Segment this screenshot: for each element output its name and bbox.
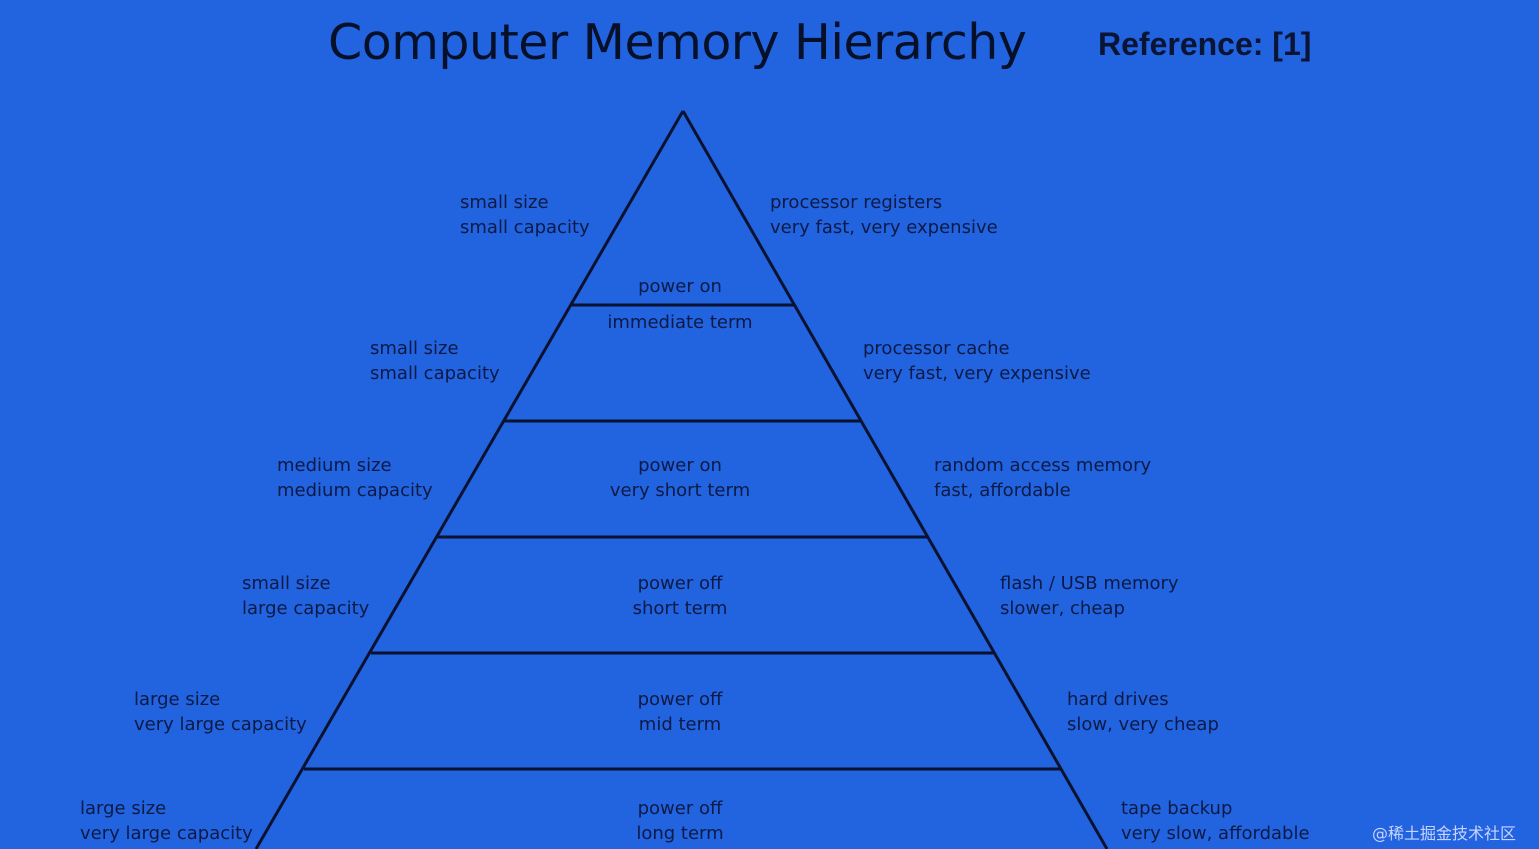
level-4-capacity: large capacity bbox=[242, 598, 370, 619]
level-4-power: power off bbox=[637, 573, 723, 594]
level-3-size-label: medium size medium capacity bbox=[277, 453, 433, 503]
level-4-type: flash / USB memory bbox=[1000, 573, 1179, 594]
level-3-size: medium size bbox=[277, 455, 392, 476]
level-2-size: small size bbox=[370, 338, 459, 359]
level-6-size: large size bbox=[80, 798, 167, 819]
level-5-power: power off bbox=[637, 689, 723, 710]
level-5-speed-cost: slow, very cheap bbox=[1067, 714, 1219, 735]
level-4-power-term-label: power off short term bbox=[560, 571, 800, 621]
level-1-term-label: immediate term bbox=[560, 310, 800, 335]
level-6-size-label: large size very large capacity bbox=[80, 796, 253, 846]
level-1-speed-cost: very fast, very expensive bbox=[770, 217, 998, 238]
pyramid-left-edge bbox=[254, 110, 685, 849]
level-3-power-term-label: power on very short term bbox=[560, 453, 800, 503]
level-4-size-label: small size large capacity bbox=[242, 571, 369, 621]
level-6-power-term-label: power off long term bbox=[560, 796, 800, 846]
pyramid-right-edge bbox=[681, 110, 1109, 849]
level-4-size: small size bbox=[242, 573, 331, 594]
level-5-type: hard drives bbox=[1067, 689, 1169, 710]
diagram-title: Computer Memory Hierarchy bbox=[328, 14, 1027, 71]
level-6-type-label: tape backup very slow, affordable bbox=[1121, 796, 1310, 846]
level-3-type-label: random access memory fast, affordable bbox=[934, 453, 1151, 503]
level-3-speed-cost: fast, affordable bbox=[934, 480, 1071, 501]
level-4-type-label: flash / USB memory slower, cheap bbox=[1000, 571, 1179, 621]
level-1-term: immediate term bbox=[607, 312, 753, 333]
level-6-type: tape backup bbox=[1121, 798, 1233, 819]
level-1-type: processor registers bbox=[770, 192, 943, 213]
level-6-capacity: very large capacity bbox=[80, 823, 253, 844]
level-5-type-label: hard drives slow, very cheap bbox=[1067, 687, 1219, 737]
level-2-type-label: processor cache very fast, very expensiv… bbox=[863, 336, 1091, 386]
level-2-capacity: small capacity bbox=[370, 363, 500, 384]
level-6-power: power off bbox=[637, 798, 723, 819]
level-5-term: mid term bbox=[638, 714, 722, 735]
level-4-speed-cost: slower, cheap bbox=[1000, 598, 1125, 619]
level-2-speed-cost: very fast, very expensive bbox=[863, 363, 1091, 384]
level-3-term: very short term bbox=[609, 480, 751, 501]
level-6-term: long term bbox=[636, 823, 724, 844]
level-3-power: power on bbox=[638, 455, 722, 476]
level-3-type: random access memory bbox=[934, 455, 1152, 476]
reference-label: Reference: [1] bbox=[1098, 26, 1312, 62]
level-1-size: small size bbox=[460, 192, 549, 213]
level-5-capacity: very large capacity bbox=[134, 714, 307, 735]
level-1-size-label: small size small capacity bbox=[460, 190, 590, 240]
level-2-type: processor cache bbox=[863, 338, 1010, 359]
level-6-speed-cost: very slow, affordable bbox=[1121, 823, 1310, 844]
level-1-capacity: small capacity bbox=[460, 217, 590, 238]
level-3-capacity: medium capacity bbox=[277, 480, 433, 501]
level-5-power-term-label: power off mid term bbox=[560, 687, 800, 737]
level-1-power: power on bbox=[638, 276, 722, 297]
level-5-size: large size bbox=[134, 689, 221, 710]
level-2-size-label: small size small capacity bbox=[370, 336, 500, 386]
watermark: @稀土掘金技术社区 bbox=[1372, 824, 1517, 843]
level-1-power-label: power on bbox=[560, 274, 800, 299]
level-4-term: short term bbox=[632, 598, 728, 619]
level-1-type-label: processor registers very fast, very expe… bbox=[770, 190, 998, 240]
level-5-size-label: large size very large capacity bbox=[134, 687, 307, 737]
